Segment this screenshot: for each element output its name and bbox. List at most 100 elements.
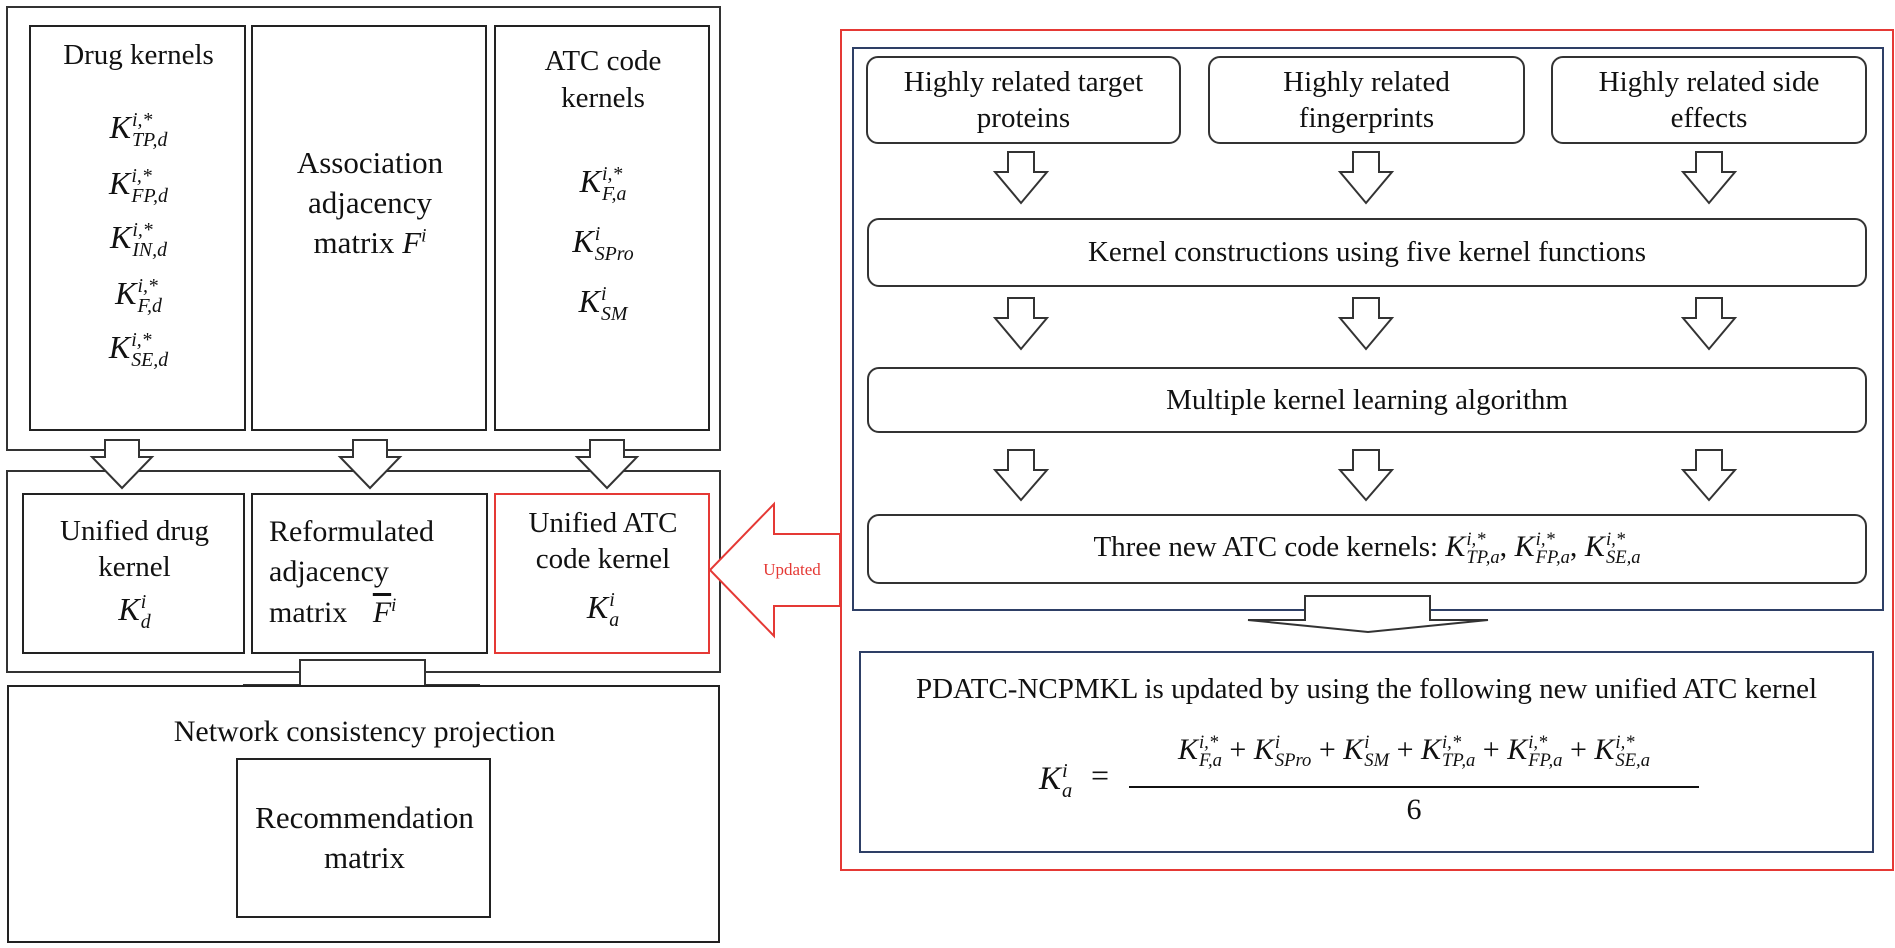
formula-term-sub: SM xyxy=(1364,750,1390,772)
formula-term-sup: i xyxy=(1274,731,1281,753)
ua-sup: i xyxy=(609,588,615,611)
target-proteins-line1: Highly related target xyxy=(903,66,1144,98)
association-line3: matrix Fi xyxy=(253,225,487,261)
atc-kernel-symbol-sub: SPro xyxy=(594,242,634,265)
formula-box: PDATC-NCPMKL is updated by using the fol… xyxy=(859,651,1874,853)
reformulated-matrix-word: matrix xyxy=(269,596,348,629)
ua-sub: a xyxy=(609,608,620,631)
drug-kernel-symbol-sup: i,* xyxy=(137,274,158,297)
down-arrow-r1c1 xyxy=(992,151,1050,205)
drug-kernel-symbol-sup: i,* xyxy=(131,164,152,187)
formula-equals: = xyxy=(1091,757,1110,793)
drug-kernel-symbol-sub: SE,d xyxy=(131,348,169,371)
atc-kernel-symbol-sup: i xyxy=(594,222,601,245)
association-matrix-word: matrix xyxy=(313,225,395,260)
atc-kernels-title-line2: kernels xyxy=(561,82,645,114)
drug-kernel-symbol-base: K xyxy=(109,165,131,201)
formula-plus: + xyxy=(1389,733,1421,766)
down-arrow-atc xyxy=(574,439,640,490)
reformulated-line1: Reformulated xyxy=(269,515,434,548)
new-kernel-symbol-sup: i,* xyxy=(1535,528,1555,550)
right-red-frame xyxy=(840,29,1894,871)
new-kernel-symbol-sup: i,* xyxy=(1605,528,1626,550)
recommendation-line2: matrix xyxy=(324,840,405,875)
atc-kernel-symbol-sub: SM xyxy=(600,302,628,325)
down-arrow-r3c2 xyxy=(1337,449,1395,502)
formula-plus: + xyxy=(1475,733,1508,766)
formula-term-base: K xyxy=(1421,733,1442,766)
wide-arrow-update xyxy=(1247,595,1489,634)
formula-term-sup: i,* xyxy=(1528,731,1548,753)
ncp-title: Network consistency projection xyxy=(173,715,556,748)
drug-kernel-symbol-base: K xyxy=(109,219,132,255)
drug-kernel-symbol-base: K xyxy=(115,275,137,311)
association-line2: adjacency xyxy=(308,185,432,220)
new-kernel-symbol-sub: TP,a xyxy=(1466,547,1500,569)
reformulated-symbol: Fi xyxy=(372,595,397,629)
recommendation-matrix-box: Recommendation matrix xyxy=(236,758,491,918)
ud-sub: d xyxy=(140,610,151,633)
formula-denominator: 6 xyxy=(1406,793,1422,826)
atc-kernel-symbol-sup: i xyxy=(600,282,607,305)
down-arrow-r2c3 xyxy=(1680,297,1738,351)
drug-kernel-symbol-sup: i,* xyxy=(132,218,153,241)
reformulated-line3: matrix Fi xyxy=(269,595,396,631)
new-kernel-symbol-base: K xyxy=(1445,530,1466,563)
fingerprints-box: Highly related fingerprints xyxy=(1208,56,1525,144)
formula-fraction-bar xyxy=(1129,786,1699,788)
formula-term-base: K xyxy=(1594,733,1615,766)
formula-term-base: K xyxy=(1507,733,1528,766)
unified-drug-line2: kernel xyxy=(98,551,171,583)
fingerprints-line2: fingerprints xyxy=(1298,102,1435,134)
drug-kernel-symbol-sup: i,* xyxy=(131,108,153,131)
side-effects-line1: Highly related side xyxy=(1598,66,1820,98)
reformulated-symbol-base: F xyxy=(372,596,392,629)
down-arrow-drug xyxy=(89,439,155,490)
recommendation-line1: Recommendation xyxy=(255,800,474,835)
reformulated-matrix-box: Reformulated adjacency matrix Fi xyxy=(251,493,488,654)
side-effects-line2: effects xyxy=(1670,102,1748,134)
formula-term-sup: i xyxy=(1364,731,1370,753)
kernel-separator: , xyxy=(1569,530,1585,563)
formula-term-base: K xyxy=(1343,733,1364,766)
atc-kernel-symbol-sup: i,* xyxy=(601,162,623,185)
kernel-construction-text: Kernel constructions using five kernel f… xyxy=(1087,236,1647,268)
formula-lhs-base: K xyxy=(1039,761,1062,798)
side-effects-box: Highly related side effects xyxy=(1551,56,1867,144)
association-line1: Association xyxy=(296,145,444,180)
mkl-text: Multiple kernel learning algorithm xyxy=(1166,384,1568,416)
formula-term-sub: TP,a xyxy=(1442,750,1476,772)
formula-plus: + xyxy=(1311,733,1344,766)
updated-arrow xyxy=(708,501,841,639)
drug-kernel-symbol-sub: FP,d xyxy=(131,184,168,207)
association-box: Association adjacency matrix Fi xyxy=(251,25,487,431)
drug-kernels-title: Drug kernels xyxy=(63,39,214,71)
association-symbol-base: F xyxy=(402,225,422,260)
unified-atc-line1: Unified ATC xyxy=(528,507,678,539)
formula-lhs-sup: i xyxy=(1062,760,1068,782)
